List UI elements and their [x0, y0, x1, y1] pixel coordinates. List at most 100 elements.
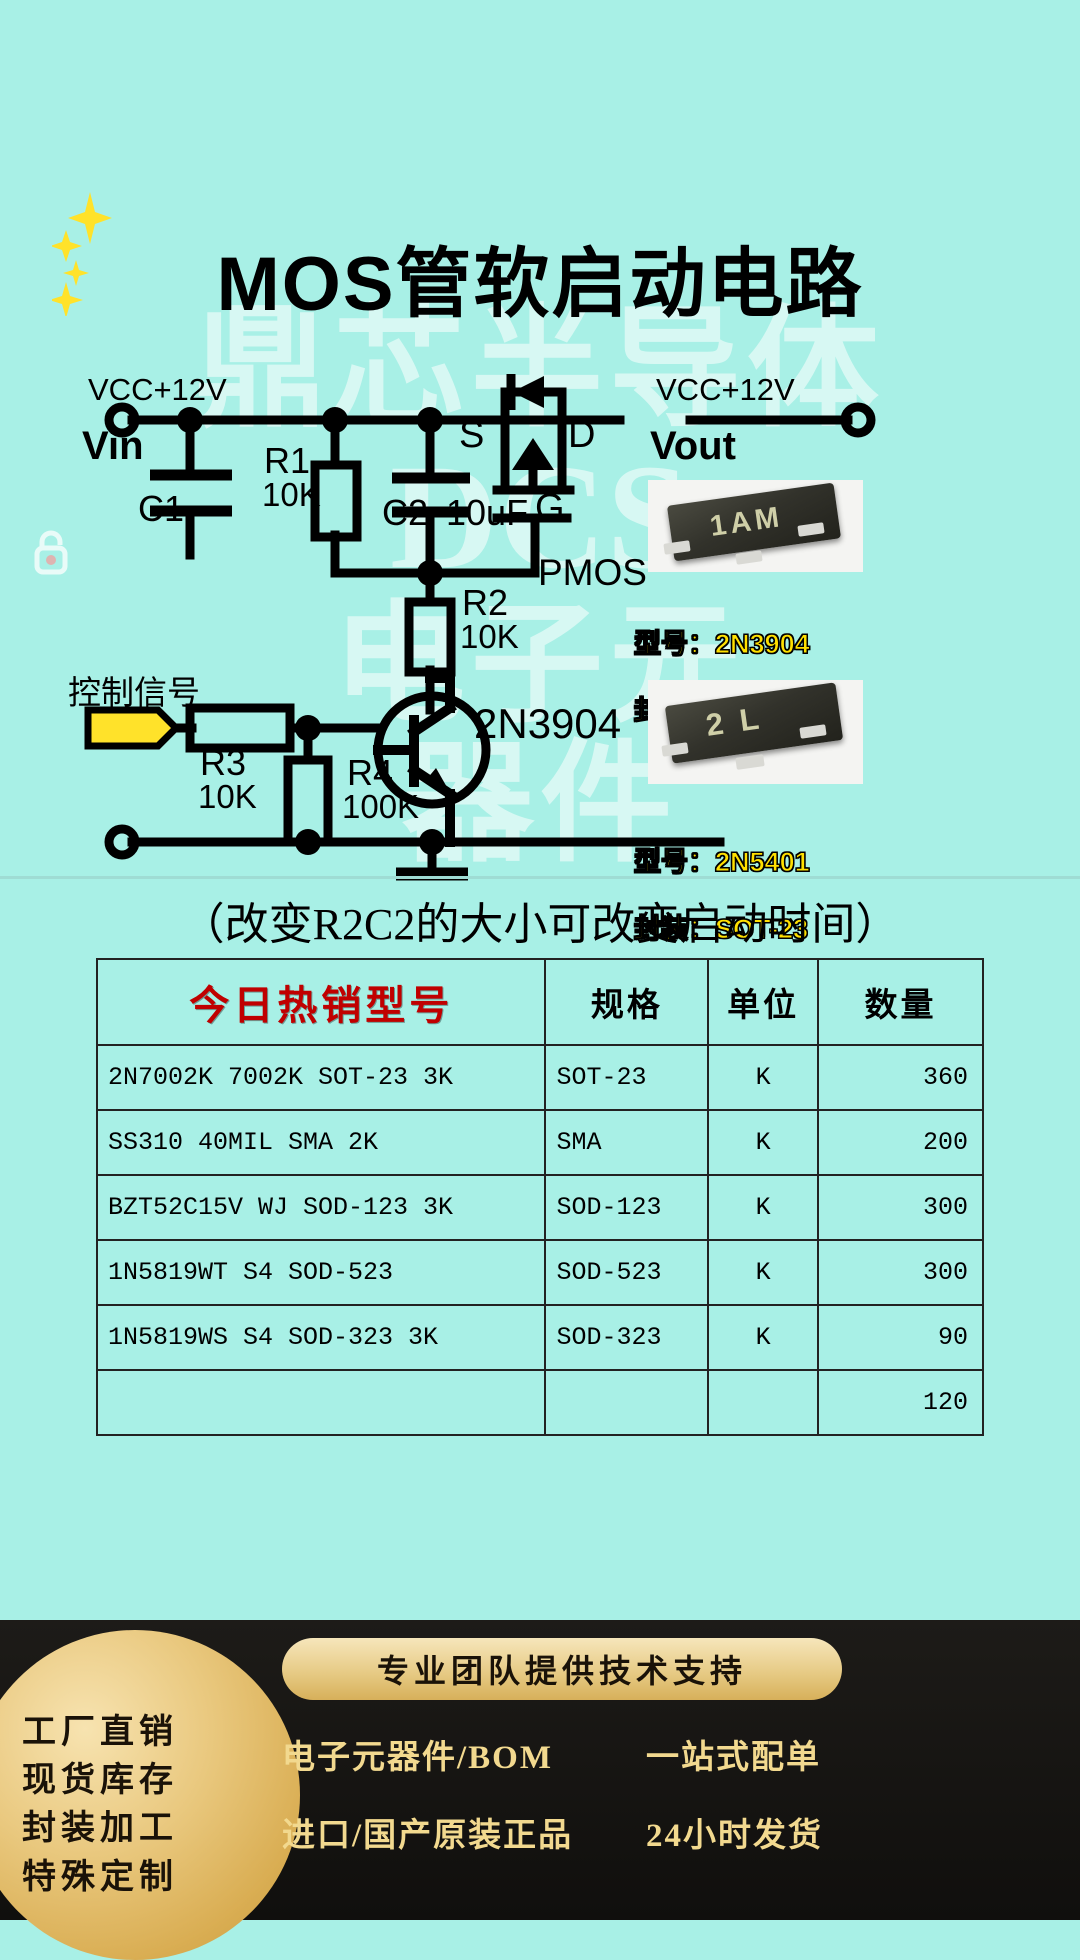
junction-dots — [177, 407, 445, 855]
control-signal-arrow — [84, 706, 181, 750]
terminal-vout — [840, 402, 876, 438]
cell-qty: 90 — [817, 1304, 984, 1371]
banner-left-item: 工厂直销 — [22, 1713, 178, 1751]
cell-model: 1N5819WS S4 SOD-323 3K — [95, 1304, 547, 1371]
terminal-gnd — [104, 824, 140, 860]
cell-spec: SOT-23 — [544, 1044, 710, 1111]
resistor-r2 — [404, 597, 456, 677]
label-vout: Vout — [650, 424, 736, 468]
label-r2-value: 10K — [460, 618, 519, 655]
callout-2-package-label: 封装： — [634, 914, 716, 945]
section-divider — [0, 876, 1080, 879]
lock-icon — [34, 530, 68, 575]
banner-left-item: 现货库存 — [22, 1762, 178, 1800]
label-bjt-2n3904: 2N3904 — [474, 700, 622, 747]
label-mos-source: S — [459, 414, 485, 456]
label-pmos: PMOS — [538, 552, 647, 593]
banner-left-list: 工厂直销 现货库存 封装加工 特殊定制 — [22, 1709, 252, 1902]
banner-service-grid: 电子元器件/BOM 一站式配单 进口/国产原装正品 24小时发货 — [282, 1730, 1062, 1856]
part-photo-2n3904: 1AM — [648, 480, 863, 572]
cell-model: 2N7002K 7002K SOT-23 3K — [95, 1044, 547, 1111]
banner-service-item: 一站式配单 — [646, 1740, 821, 1776]
label-vin: Vin — [82, 424, 144, 468]
cell-spec — [544, 1369, 710, 1436]
callout-2-model: 2N5401 — [715, 846, 811, 877]
banner-service-item: 进口/国产原装正品 — [282, 1818, 574, 1854]
label-r3: R3 — [200, 742, 247, 783]
banner-left-item: 特殊定制 — [22, 1858, 178, 1896]
circuit-note: （改变R2C2的大小可改变启动时间） — [180, 900, 900, 949]
label-c1: C1 — [138, 488, 185, 529]
banner-gold-circle — [0, 1630, 300, 1960]
cell-unit: K — [707, 1109, 820, 1176]
poster-root: 鼎芯半导体 DCS 电子元 器件 MOS管软启动电路 — [0, 192, 1080, 1960]
cell-unit: K — [707, 1174, 820, 1241]
table-row: BZT52C15V WJ SOD-123 3K SOD-123 K 300 — [95, 1174, 984, 1241]
bjt-emitter-arrow — [426, 768, 452, 796]
banner-support-pill: 专业团队提供技术支持 — [282, 1638, 842, 1700]
cell-spec: SMA — [544, 1109, 710, 1176]
label-r3-value: 10K — [198, 778, 257, 815]
hot-products-table-wrapper: 今日热销型号 规格 单位 数量 2N7002K 7002K SOT-23 3K … — [95, 958, 984, 1436]
sparkles-icon — [52, 192, 112, 316]
part-callout-2: 型号：2N5401 封装：SOT-23 — [604, 812, 811, 981]
label-control-signal: 控制信号 — [68, 674, 200, 711]
capacitor-c1 — [150, 469, 232, 517]
table-row: 1N5819WT S4 SOD-523 SOD-523 K 300 — [95, 1239, 984, 1306]
capacitor-c2 — [392, 472, 470, 518]
label-r4: R4 — [347, 752, 394, 793]
callout-2-package: SOT-23 — [715, 914, 809, 945]
banner-service-item: 24小时发货 — [646, 1818, 823, 1854]
cell-qty: 120 — [817, 1369, 984, 1436]
terminal-vin — [104, 402, 140, 438]
callout-2-model-label: 型号： — [634, 846, 716, 877]
table-row: SS310 40MIL SMA 2K SMA K 200 — [95, 1109, 984, 1176]
body-diode-arrow — [512, 376, 544, 408]
cell-spec: SOD-523 — [544, 1239, 710, 1306]
pmos-bulk-arrow — [512, 438, 554, 470]
table-row: 1N5819WS S4 SOD-323 3K SOD-323 K 90 — [95, 1304, 984, 1371]
part-photo-2n5401: 2 L — [648, 680, 863, 784]
hot-products-table: 今日热销型号 规格 单位 数量 2N7002K 7002K SOT-23 3K … — [95, 958, 984, 1436]
table-header-model: 今日热销型号 — [95, 958, 547, 1046]
circuit-diagram — [84, 374, 876, 881]
page-title: MOS管软启动电路 — [216, 242, 864, 327]
table-header-spec: 规格 — [544, 958, 710, 1046]
callout-1-model: 2N3904 — [715, 628, 811, 659]
label-r2: R2 — [462, 582, 509, 623]
cell-model: 1N5819WT S4 SOD-523 — [95, 1239, 547, 1306]
cell-qty: 360 — [817, 1044, 984, 1111]
banner-left-item: 封装加工 — [22, 1810, 178, 1848]
cell-model: BZT52C15V WJ SOD-123 3K — [95, 1174, 547, 1241]
cell-model: SS310 40MIL SMA 2K — [95, 1109, 547, 1176]
cell-unit: K — [707, 1304, 820, 1371]
table-header-unit: 单位 — [707, 958, 820, 1046]
cell-qty: 300 — [817, 1174, 984, 1241]
table-body: 2N7002K 7002K SOT-23 3K SOT-23 K 360 SS3… — [95, 1044, 984, 1436]
callout-1-model-label: 型号： — [634, 628, 716, 659]
cell-unit: K — [707, 1239, 820, 1306]
bottom-banner: 工厂直销 现货库存 封装加工 特殊定制 专业团队提供技术支持 电子元器件/BOM… — [0, 1620, 1080, 1960]
cell-unit: K — [707, 1044, 820, 1111]
cell-model — [95, 1369, 547, 1436]
table-header-qty: 数量 — [817, 958, 984, 1046]
resistor-r1 — [310, 460, 362, 542]
cell-unit — [707, 1369, 820, 1436]
label-r1-value: 10K — [262, 476, 321, 513]
label-c2-value: 10uF — [446, 492, 529, 533]
cell-spec: SOD-123 — [544, 1174, 710, 1241]
label-mos-gate: G — [535, 487, 565, 529]
label-vcc-out: VCC+12V — [656, 372, 795, 407]
banner-service-item: 电子元器件/BOM — [282, 1740, 553, 1776]
cell-qty: 300 — [817, 1239, 984, 1306]
cell-qty: 200 — [817, 1109, 984, 1176]
label-vcc-in: VCC+12V — [88, 372, 227, 407]
table-row: 2N7002K 7002K SOT-23 3K SOT-23 K 360 — [95, 1044, 984, 1111]
table-row: 120 — [95, 1369, 984, 1436]
label-r4-value: 100K — [342, 788, 420, 825]
label-mos-drain: D — [568, 414, 596, 456]
label-c2: C2 — [382, 492, 429, 533]
cell-spec: SOD-323 — [544, 1304, 710, 1371]
table-header-row: 今日热销型号 规格 单位 数量 — [95, 958, 984, 1046]
label-r1: R1 — [264, 440, 311, 481]
